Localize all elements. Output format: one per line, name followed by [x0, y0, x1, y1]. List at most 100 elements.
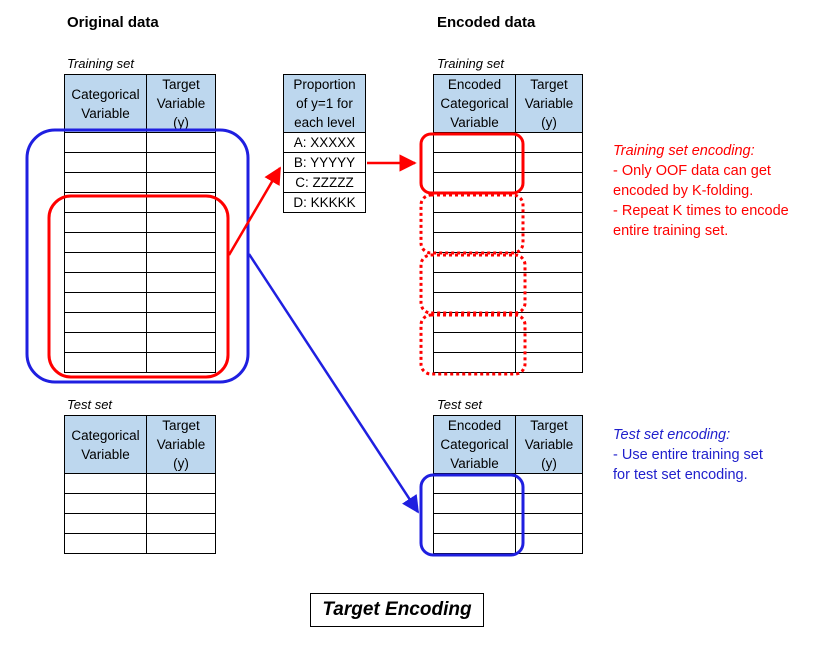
- original-training-table: Categorical Variable Target Variable (y): [64, 74, 216, 373]
- table-cell: [146, 332, 216, 353]
- table-cell: [515, 192, 583, 213]
- table-cell: [146, 292, 216, 313]
- table-cell: [433, 272, 516, 293]
- table-row: [64, 292, 216, 313]
- test-note-line: - Use entire training set: [613, 447, 763, 463]
- table-cell: [64, 292, 147, 313]
- table-cell: [515, 493, 583, 514]
- table-cell: [515, 352, 583, 373]
- table-cell: [515, 513, 583, 534]
- proportion-row-c: C: ZZZZZ: [283, 172, 366, 193]
- table-row: [433, 272, 583, 293]
- table-row: [433, 513, 583, 534]
- table-cell: [146, 172, 216, 193]
- table-row: [64, 132, 216, 153]
- table-cell: [515, 533, 583, 554]
- table-cell: [64, 172, 147, 193]
- table-row: [433, 132, 583, 153]
- table-cell: [64, 232, 147, 253]
- table-row: [433, 473, 583, 494]
- red-arrow-to-proportion: [227, 166, 282, 256]
- table-row: [433, 533, 583, 554]
- table-row: [433, 252, 583, 273]
- table-row: [433, 332, 583, 353]
- training-note-title: Training set encoding:: [613, 143, 755, 159]
- table-cell: [146, 533, 216, 554]
- table-row: [64, 272, 216, 293]
- blue-arrow-to-test-encoding: [247, 253, 420, 514]
- table-cell: [433, 533, 516, 554]
- header-categorical-variable: Categorical Variable: [64, 74, 147, 133]
- table-row: [64, 352, 216, 373]
- table-cell: [146, 132, 216, 153]
- header-encoded-categorical-variable: Encoded Categorical Variable: [433, 74, 516, 133]
- header-categorical-variable: Categorical Variable: [64, 415, 147, 474]
- table-row: [433, 172, 583, 193]
- table-cell: [515, 292, 583, 313]
- table-cell: [515, 152, 583, 173]
- table-cell: [64, 473, 147, 494]
- table-row: [64, 152, 216, 173]
- table-cell: [515, 312, 583, 333]
- table-row: [64, 192, 216, 213]
- table-row: [64, 252, 216, 273]
- table-cell: [433, 132, 516, 153]
- table-row: [64, 332, 216, 353]
- table-cell: [433, 232, 516, 253]
- training-note-line: entire training set.: [613, 223, 729, 239]
- header-target-variable: Target Variable (y): [515, 415, 583, 474]
- test-note-title: Test set encoding:: [613, 427, 731, 443]
- original-training-set-label: Training set: [67, 56, 134, 71]
- table-row: [64, 312, 216, 333]
- table-cell: [515, 172, 583, 193]
- table-cell: [64, 312, 147, 333]
- training-note-line: - Only OOF data can get: [613, 163, 771, 179]
- table-row: [433, 152, 583, 173]
- training-note-line: encoded by K-folding.: [613, 183, 754, 199]
- table-cell: [515, 232, 583, 253]
- table-row: [433, 212, 583, 233]
- table-cell: [146, 513, 216, 534]
- table-cell: [433, 352, 516, 373]
- encoded-training-set-label: Training set: [437, 56, 504, 71]
- table-cell: [64, 152, 147, 173]
- table-cell: [64, 252, 147, 273]
- table-cell: [146, 352, 216, 373]
- table-row: [64, 473, 216, 494]
- table-row: [433, 352, 583, 373]
- table-cell: [433, 212, 516, 233]
- table-row: [433, 192, 583, 213]
- table-cell: [64, 192, 147, 213]
- table-row: [64, 513, 216, 534]
- table-cell: [146, 473, 216, 494]
- table-cell: [433, 152, 516, 173]
- test-note-line: for test set encoding.: [613, 467, 748, 483]
- table-row: [433, 312, 583, 333]
- table-cell: [64, 533, 147, 554]
- proportion-row-d: D: KKKKK: [283, 192, 366, 213]
- original-test-table: Categorical Variable Target Variable (y): [64, 415, 216, 554]
- table-cell: [146, 192, 216, 213]
- table-cell: [64, 493, 147, 514]
- header-target-variable: Target Variable (y): [146, 415, 216, 474]
- table-cell: [64, 352, 147, 373]
- table-cell: [64, 212, 147, 233]
- table-cell: [433, 172, 516, 193]
- table-cell: [515, 272, 583, 293]
- table-cell: [146, 232, 216, 253]
- encoded-test-table: Encoded Categorical Variable Target Vari…: [433, 415, 583, 554]
- target-encoding-caption: Target Encoding: [310, 593, 484, 627]
- table-row: [64, 533, 216, 554]
- table-cell: [515, 212, 583, 233]
- table-cell: [433, 292, 516, 313]
- header-target-variable: Target Variable (y): [146, 74, 216, 133]
- table-cell: [146, 152, 216, 173]
- table-row: [433, 232, 583, 253]
- table-row: [433, 493, 583, 514]
- table-cell: [433, 312, 516, 333]
- table-cell: [515, 132, 583, 153]
- header-encoded-categorical-variable: Encoded Categorical Variable: [433, 415, 516, 474]
- proportion-row-a: A: XXXXX: [283, 132, 366, 153]
- table-cell: [433, 192, 516, 213]
- table-cell: [433, 473, 516, 494]
